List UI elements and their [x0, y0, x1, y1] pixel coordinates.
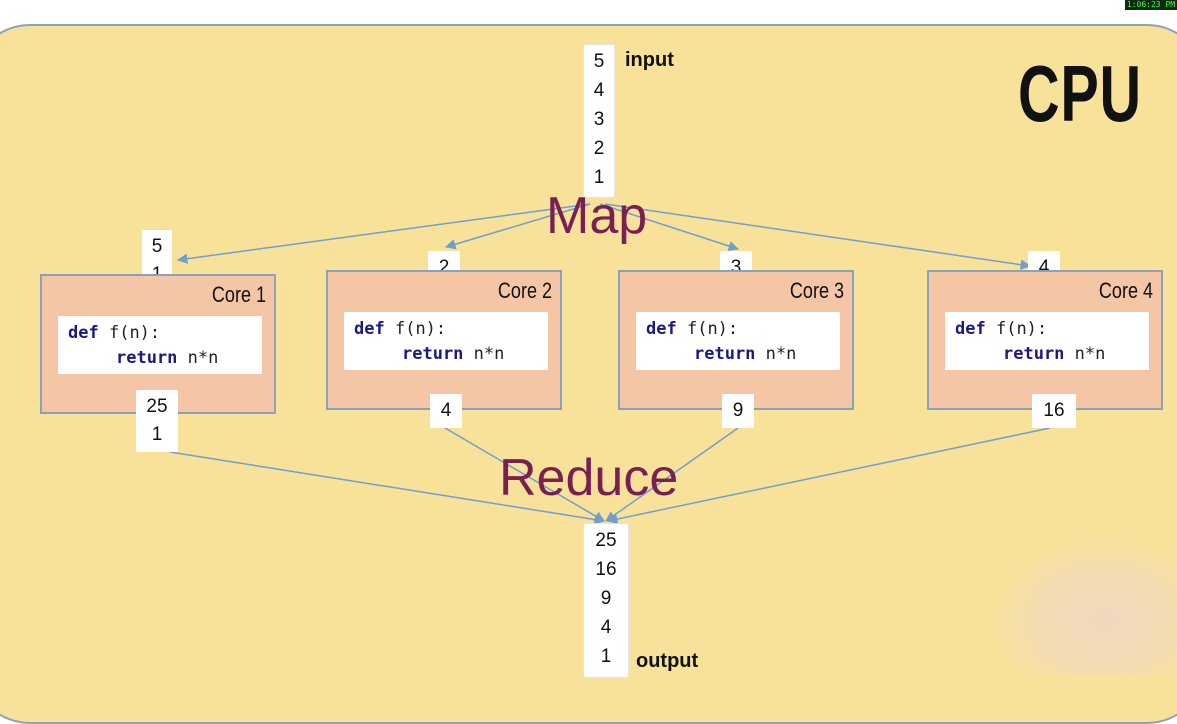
map-arrow-core4: [604, 203, 1032, 270]
code-keyword: def: [68, 323, 99, 343]
core4-output: 16: [1032, 394, 1076, 428]
code-block: def f(n): return n*n: [58, 316, 262, 374]
code-text: f(n):: [995, 319, 1048, 339]
input-stack: 5 4 3 2 1: [584, 45, 614, 197]
code-keyword: return: [116, 348, 178, 368]
input-value: 2: [593, 138, 605, 159]
code-text: n*n: [1074, 344, 1106, 364]
code-text: n*n: [765, 344, 797, 364]
core1-output-value: 25: [146, 396, 168, 417]
core-title: Core 4: [1098, 278, 1153, 303]
core-2: Core 2 def f(n): return n*n: [326, 270, 562, 410]
reduce-arrow-core4: [606, 427, 1051, 525]
code-keyword: return: [402, 344, 464, 364]
code-keyword: return: [694, 344, 756, 364]
reduce-arrow-core1: [169, 451, 606, 525]
core4-output-value: 16: [1043, 400, 1065, 421]
core-title: Core 2: [497, 278, 552, 303]
core-4: Core 4 def f(n): return n*n: [927, 270, 1163, 410]
core2-output: 4: [430, 394, 462, 428]
code-text: f(n):: [686, 319, 739, 339]
output-value: 9: [600, 588, 612, 609]
reduce-label: Reduce: [499, 449, 679, 507]
output-value: 1: [600, 646, 612, 667]
core1-output-value: 1: [151, 424, 163, 445]
code-text: n*n: [473, 344, 505, 364]
code-keyword: def: [354, 319, 385, 339]
clock-readout: 1:06:23 PM: [1125, 0, 1177, 10]
flow-arrows: [169, 203, 1051, 525]
code-text: f(n):: [394, 319, 447, 339]
map-arrow-core3: [599, 203, 739, 252]
core1-output: 25 1: [136, 390, 178, 452]
input-value: 3: [593, 109, 605, 130]
input-label: input: [625, 49, 674, 71]
input-value: 4: [593, 80, 605, 101]
output-stack: 25 16 9 4 1: [584, 524, 628, 677]
output-value: 25: [595, 530, 617, 551]
code-block: def f(n): return n*n: [344, 312, 548, 370]
code-keyword: def: [955, 319, 986, 339]
code-text: f(n):: [108, 323, 161, 343]
core4-input-value: 4: [1038, 257, 1050, 278]
reduce-arrow-core2: [444, 427, 605, 522]
code-block: def f(n): return n*n: [636, 312, 840, 370]
code-keyword: return: [1003, 344, 1065, 364]
output-label: output: [636, 650, 699, 672]
core1-input-value: 5: [151, 236, 163, 257]
core-title: Core 1: [211, 282, 266, 307]
core3-input-value: 3: [730, 257, 742, 278]
cpu-label: CPU: [1018, 49, 1142, 138]
output-value: 4: [600, 617, 612, 638]
output-value: 16: [595, 559, 617, 580]
core-3: Core 3 def f(n): return n*n: [618, 270, 854, 410]
core2-input-value: 2: [438, 257, 450, 278]
core3-output: 9: [722, 394, 754, 428]
webcam-blur-overlay: [995, 540, 1177, 675]
code-keyword: def: [646, 319, 677, 339]
map-arrow-core1: [176, 203, 591, 264]
map-label: Map: [546, 187, 648, 245]
input-value: 5: [593, 51, 605, 72]
reduce-arrow-core3: [605, 427, 739, 522]
code-text: n*n: [187, 348, 219, 368]
core3-output-value: 9: [732, 400, 744, 421]
core-title: Core 3: [789, 278, 844, 303]
input-value: 1: [593, 167, 605, 188]
map-arrow-core2: [444, 203, 591, 250]
core2-output-value: 4: [440, 400, 452, 421]
code-block: def f(n): return n*n: [945, 312, 1149, 370]
